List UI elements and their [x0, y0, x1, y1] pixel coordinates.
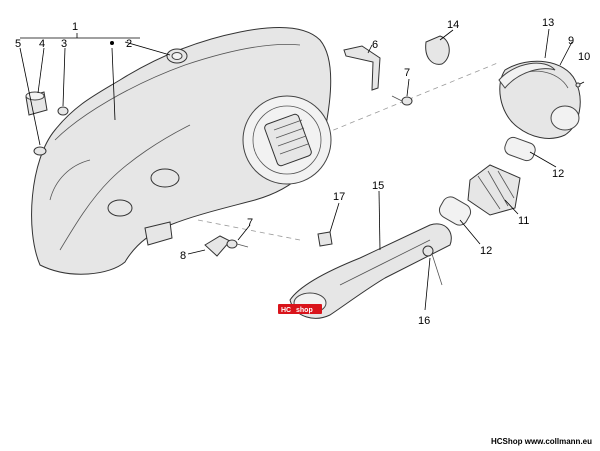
screw-part[interactable] — [422, 245, 443, 286]
callout-5: 5 — [15, 38, 21, 50]
shop-stamp: HC shop — [278, 304, 322, 314]
gasket-part-lower[interactable] — [437, 194, 474, 228]
gasket-part-upper[interactable] — [503, 135, 537, 162]
callout-8: 8 — [180, 250, 186, 262]
callout-1: 1 — [72, 21, 78, 33]
clamp-part[interactable] — [425, 35, 450, 65]
bearing-part[interactable] — [166, 48, 188, 64]
transmission-cover[interactable] — [31, 26, 332, 275]
callout-7-lower: 7 — [247, 217, 253, 229]
callout-12-upper: 12 — [552, 168, 564, 180]
svg-text:HC: HC — [281, 307, 291, 314]
callout-12-lower: 12 — [480, 245, 492, 257]
callout-15: 15 — [372, 180, 384, 192]
callout-16: 16 — [418, 315, 430, 327]
plate-part[interactable] — [204, 235, 231, 257]
callout-labels: 1 2 3 4 5 6 7 7 8 9 10 11 12 12 13 14 15… — [15, 17, 590, 327]
bolt-part-lower[interactable] — [226, 239, 249, 249]
small-screw-part[interactable] — [575, 81, 585, 88]
callout-10: 10 — [578, 51, 590, 63]
callout-3: 3 — [61, 38, 67, 50]
callout-17: 17 — [333, 191, 345, 203]
svg-text:shop: shop — [296, 307, 313, 314]
cap-part[interactable] — [33, 146, 47, 156]
callout-13: 13 — [542, 17, 554, 29]
bushing-part[interactable] — [25, 91, 48, 116]
callout-6: 6 — [372, 39, 378, 51]
pivot-dot — [110, 41, 114, 45]
footer-text: HCShop www.collmann.eu — [490, 437, 592, 446]
ring-part[interactable] — [57, 106, 69, 116]
callout-4: 4 — [39, 38, 45, 50]
bolt-part-upper[interactable] — [391, 95, 413, 106]
clip-part[interactable] — [317, 231, 333, 247]
callout-9: 9 — [568, 35, 574, 47]
callout-7-upper: 7 — [404, 67, 410, 79]
callout-2: 2 — [126, 38, 132, 50]
callout-11: 11 — [518, 215, 529, 227]
intake-seal-ring[interactable] — [498, 62, 556, 89]
bracket-part[interactable] — [343, 45, 381, 91]
callout-14: 14 — [447, 19, 459, 31]
leader-lines — [19, 28, 573, 311]
intake-housing[interactable] — [499, 60, 581, 139]
